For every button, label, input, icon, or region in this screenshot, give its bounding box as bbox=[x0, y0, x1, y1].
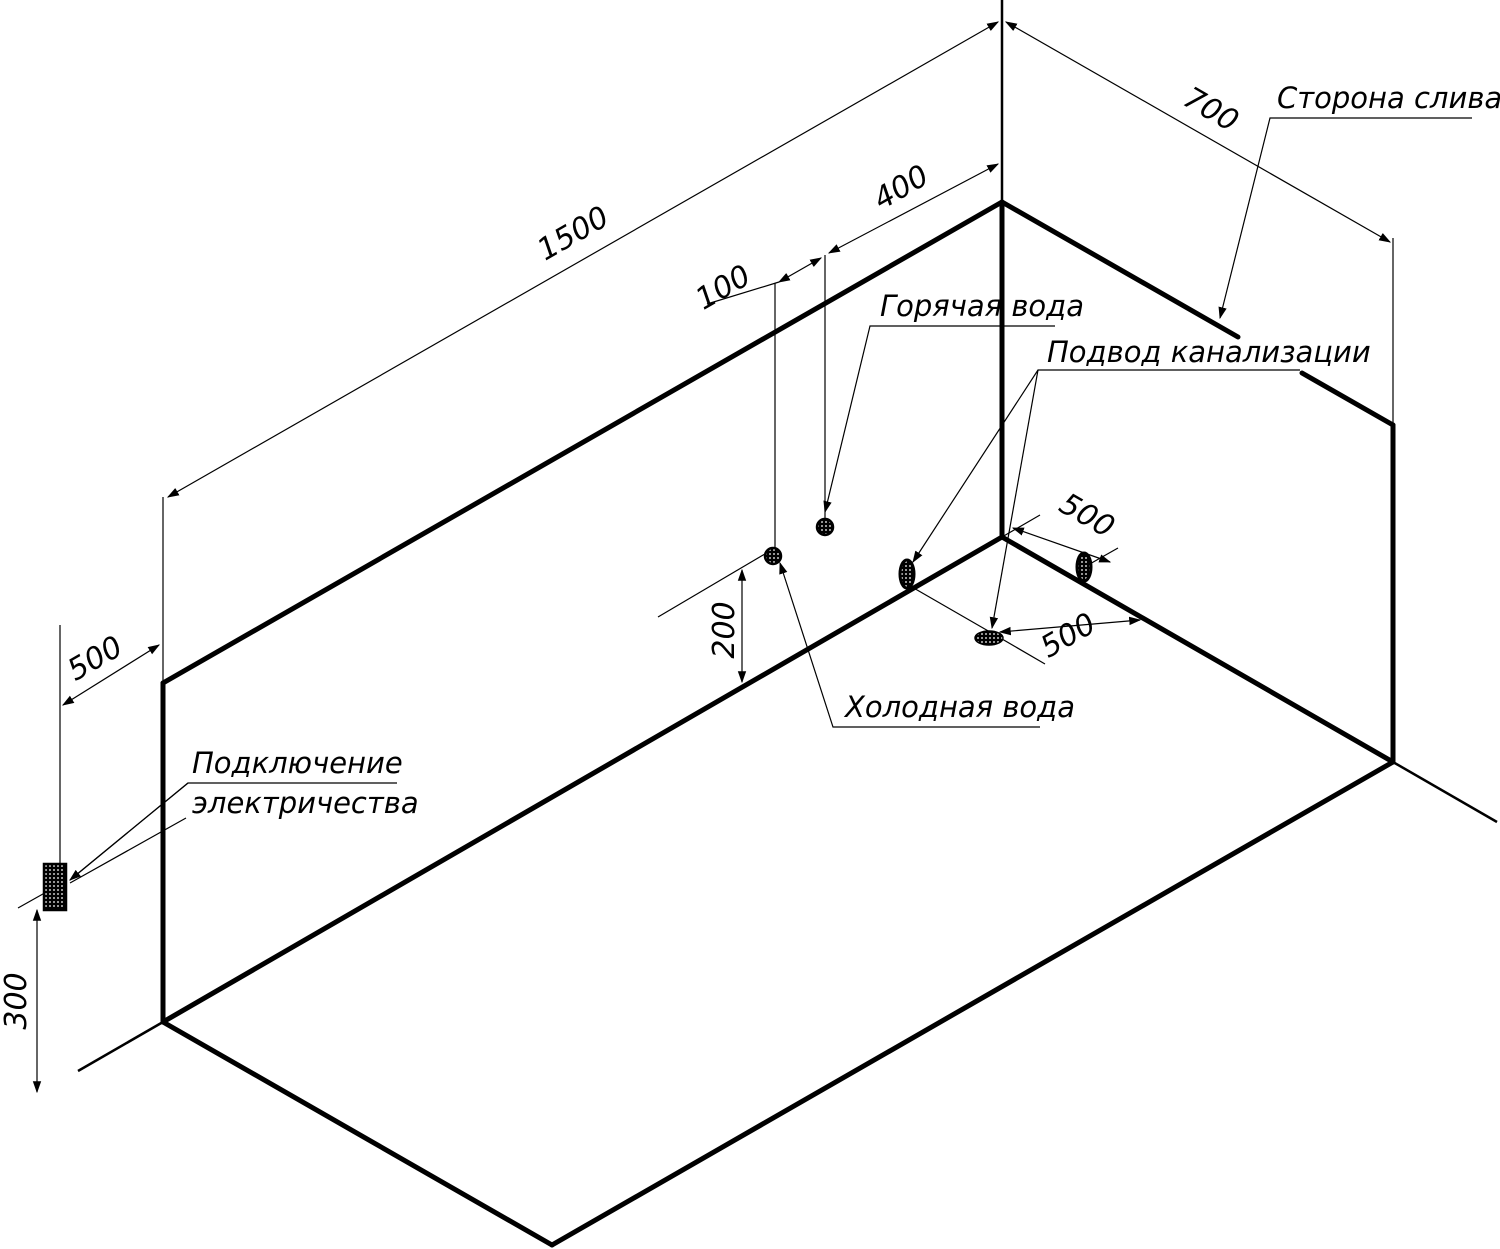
floor-drain bbox=[974, 630, 1004, 646]
hot-water-outlet bbox=[815, 517, 835, 537]
dim-electric-offset: 500 bbox=[62, 629, 129, 688]
sewer-outlet-right bbox=[1075, 551, 1093, 583]
electric-socket bbox=[42, 862, 68, 912]
label-sewer-supply: Подвод канализации bbox=[1047, 335, 1371, 369]
dim-pipe-spacing: 100 bbox=[690, 258, 757, 317]
dimension-labels: 1500 700 400 100 200 500 500 500 300 bbox=[0, 80, 1244, 1029]
callout-labels: Сторона слива Горячая вода Подвод канали… bbox=[192, 81, 1500, 820]
dim-length: 1500 bbox=[531, 200, 615, 268]
label-electric-line1: Подключение bbox=[192, 746, 403, 780]
dim-hot-offset: 400 bbox=[868, 158, 935, 217]
label-hot-water: Горячая вода bbox=[880, 289, 1084, 323]
label-drain-side: Сторона слива bbox=[1277, 81, 1500, 115]
connection-symbols bbox=[42, 517, 1093, 912]
cold-water-outlet bbox=[763, 546, 783, 566]
dim-pipe-height: 200 bbox=[707, 601, 742, 658]
dim-width: 700 bbox=[1177, 80, 1244, 139]
extension-lines bbox=[17, 0, 1498, 1073]
dim-drain-from-wall: 500 bbox=[1053, 486, 1120, 545]
label-electric-line2: электричества bbox=[192, 786, 419, 820]
leader-lines bbox=[69, 117, 1472, 884]
sewer-outlet-left bbox=[898, 558, 916, 590]
dimension-lines bbox=[32, 21, 1392, 1094]
dim-drain-from-side: 500 bbox=[1035, 606, 1102, 665]
label-cold-water: Холодная вода bbox=[843, 690, 1075, 724]
dim-electric-height: 300 bbox=[0, 972, 34, 1029]
